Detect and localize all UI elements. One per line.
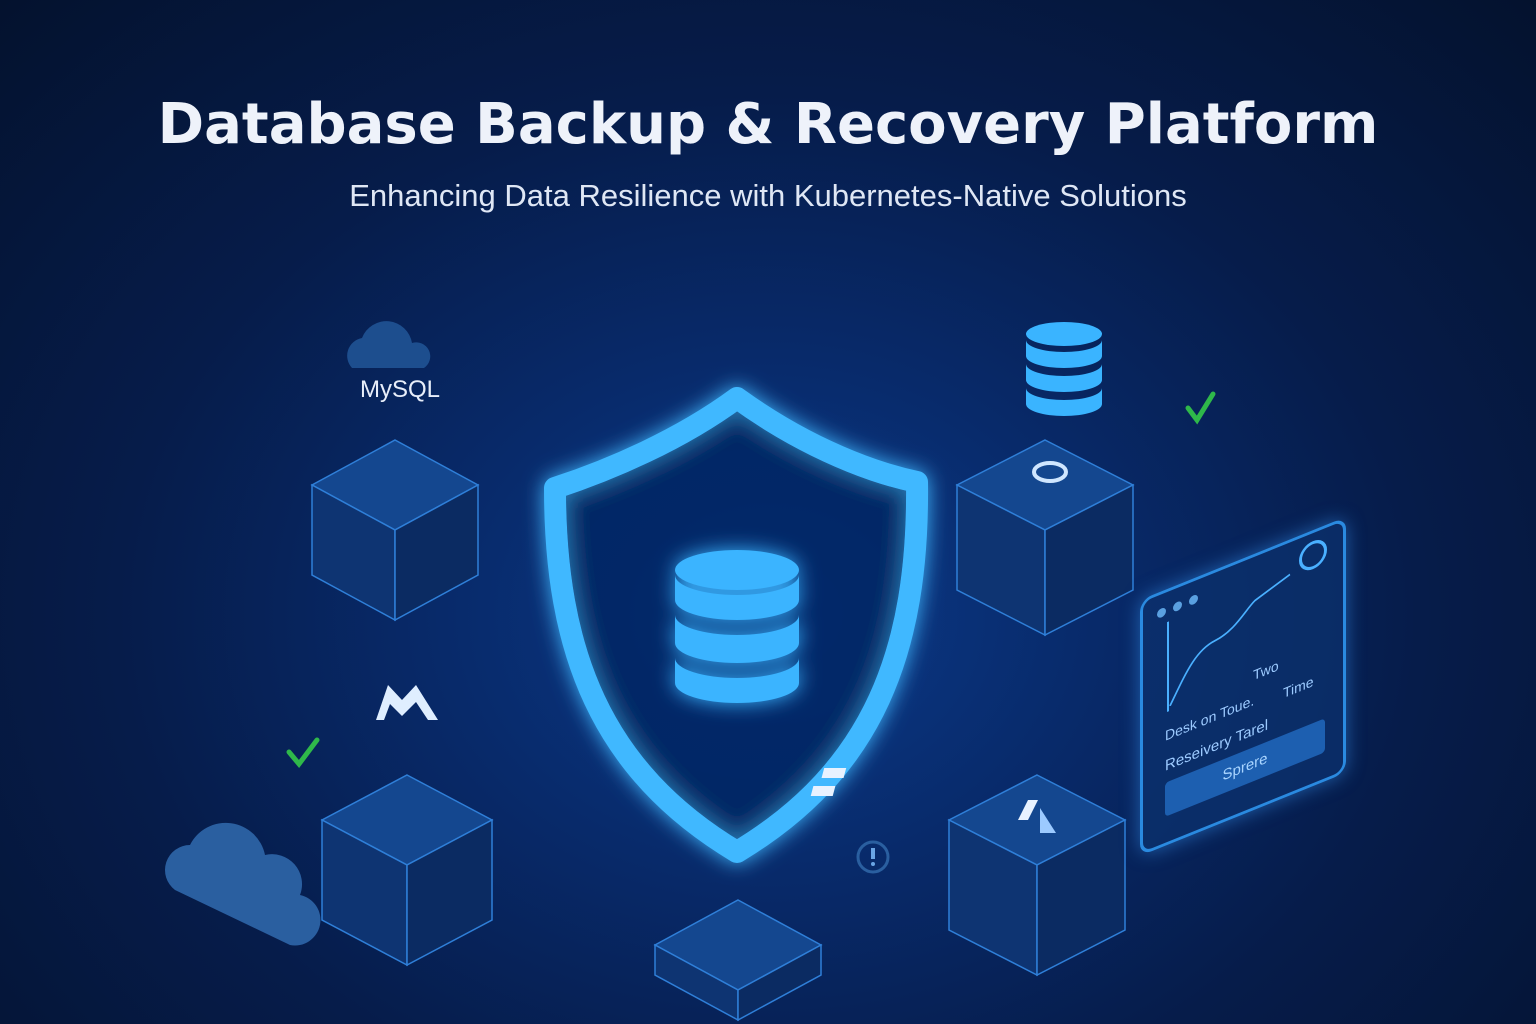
cube xyxy=(955,439,1135,637)
cube xyxy=(653,899,823,1022)
window-dot xyxy=(1189,593,1198,607)
cube xyxy=(310,439,480,622)
cube-group xyxy=(310,439,1135,1022)
database-icon xyxy=(675,550,799,703)
cube-right xyxy=(1044,483,1134,637)
shield-icon xyxy=(544,387,929,863)
cube-right xyxy=(394,483,479,622)
cloud-large-icon xyxy=(165,822,321,946)
cube-right xyxy=(406,818,493,967)
cube-right xyxy=(1036,818,1126,977)
disc-icon xyxy=(1032,461,1068,483)
line-chart xyxy=(1167,573,1291,713)
mysql-label: MySQL xyxy=(360,376,441,403)
database-small-icon xyxy=(1026,322,1102,416)
window-dot xyxy=(1173,600,1182,613)
cube xyxy=(320,774,494,967)
cube-right xyxy=(737,943,822,1022)
checkmark-icon xyxy=(1185,391,1216,425)
checkmark-icon xyxy=(286,737,320,769)
page-subtitle: Enhancing Data Resilience with Kubernete… xyxy=(349,178,1187,213)
m-logo-icon xyxy=(376,685,438,720)
dial-icon xyxy=(1299,535,1327,575)
window-dot xyxy=(1157,606,1166,620)
cube xyxy=(947,774,1127,977)
page-title: Database Backup & Recovery Platform xyxy=(157,92,1379,157)
k-logo-icon xyxy=(810,768,1056,833)
cloud-icon xyxy=(347,321,431,368)
dashboard-panel: Two Desk on Toue. Time Reseivery Tarel S… xyxy=(1140,516,1346,856)
alert-icon xyxy=(856,840,890,874)
chart-line xyxy=(1169,573,1291,707)
panel-label-time: Time xyxy=(1283,672,1314,702)
